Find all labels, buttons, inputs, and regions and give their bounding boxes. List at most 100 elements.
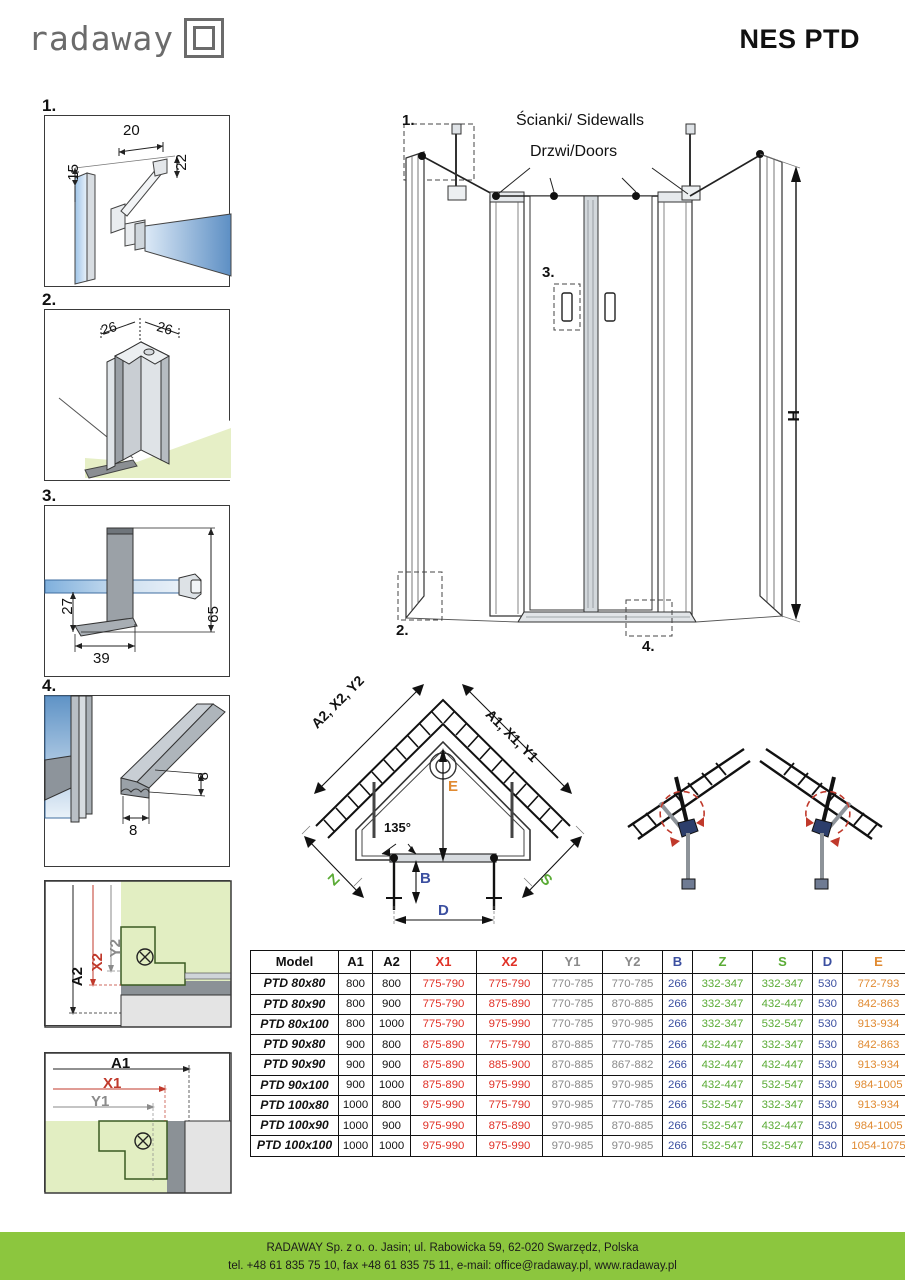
cell-x1: 975-990 xyxy=(410,1114,477,1137)
cell-y1: 970-985 xyxy=(542,1094,603,1117)
detail-number-3: 3. xyxy=(42,486,57,505)
detail-number-2: 2. xyxy=(42,290,57,309)
cell-x1: 775-790 xyxy=(410,993,477,1015)
detail-3-dim-65: 65 xyxy=(205,606,222,623)
cell-z: 432-447 xyxy=(692,1054,753,1076)
specifications-table: Model A1 A2 X1 X2 Y1 Y2 B Z S D E H PTD … xyxy=(250,949,905,1157)
detail-3-dim-39: 39 xyxy=(93,650,110,667)
col-header-a1: A1 xyxy=(338,949,373,975)
cell-d: 530 xyxy=(812,1033,843,1056)
detail-number-4: 4. xyxy=(42,676,57,695)
table-header-row: Model A1 A2 X1 X2 Y1 Y2 B Z S D E H xyxy=(250,949,905,975)
cell-d: 530 xyxy=(812,973,843,995)
cell-d: 530 xyxy=(812,993,843,1015)
col-header-b: B xyxy=(662,949,693,975)
cell-a2: 800 xyxy=(372,1033,411,1056)
cell-z: 332-347 xyxy=(692,973,753,995)
cell-a2: 800 xyxy=(372,1094,411,1117)
callout-sidewalls: Ścianki/ Sidewalls xyxy=(516,112,645,129)
plan-upper-label-y2: Y2 xyxy=(107,939,124,958)
detail-4-dim-8-width: 8 xyxy=(129,822,138,839)
cell-y1: 970-985 xyxy=(542,1114,603,1137)
cell-x2: 975-990 xyxy=(476,1013,543,1036)
col-header-d: D xyxy=(812,949,843,975)
cell-s: 432-447 xyxy=(752,1054,813,1076)
cell-model: PTD 90x100 xyxy=(250,1074,339,1096)
cell-a1: 1000 xyxy=(338,1094,373,1117)
col-header-e: E xyxy=(842,949,905,975)
col-header-x1: X1 xyxy=(410,949,477,975)
plan-lower-label-y1: Y1 xyxy=(91,1093,110,1110)
cell-y1: 870-885 xyxy=(542,1054,603,1076)
cell-x1: 975-990 xyxy=(410,1135,477,1157)
cell-y2: 867-882 xyxy=(602,1054,663,1076)
cell-y1: 970-985 xyxy=(542,1135,603,1157)
col-header-s: S xyxy=(752,949,813,975)
cell-x2: 775-790 xyxy=(476,1094,543,1117)
detail-1-dim-15: 15 xyxy=(65,164,82,181)
cell-x2: 775-790 xyxy=(476,973,543,995)
cell-z: 532-547 xyxy=(692,1135,753,1157)
cell-x2: 975-990 xyxy=(476,1074,543,1096)
cell-x1: 775-790 xyxy=(410,1013,477,1036)
cell-y2: 870-885 xyxy=(602,993,663,1015)
plan-angle-label: 135° xyxy=(384,820,411,835)
cell-e: 772-793 xyxy=(842,973,905,995)
cell-d: 530 xyxy=(812,1054,843,1076)
cell-y1: 770-785 xyxy=(542,993,603,1015)
col-header-z: Z xyxy=(692,949,753,975)
cell-x1: 875-890 xyxy=(410,1074,477,1096)
cell-z: 432-447 xyxy=(692,1033,753,1056)
cell-s: 332-347 xyxy=(752,1094,813,1117)
detail-panel-3: 27 39 65 xyxy=(44,505,230,677)
plan-label-b: B xyxy=(420,870,431,887)
cell-y2: 770-785 xyxy=(602,1033,663,1056)
elevation-marker-4: 4. xyxy=(642,638,655,655)
cell-a1: 900 xyxy=(338,1033,373,1056)
cell-model: PTD 100x100 xyxy=(250,1135,339,1157)
brand-logo: radaway xyxy=(28,18,225,58)
cell-b: 266 xyxy=(662,1013,693,1036)
cell-b: 266 xyxy=(662,1054,693,1076)
cell-a1: 800 xyxy=(338,1013,373,1036)
cell-a2: 1000 xyxy=(372,1135,411,1157)
elevation-marker-1: 1. xyxy=(402,112,415,129)
cell-z: 532-547 xyxy=(692,1114,753,1137)
plan-upper-label-a2: A2 xyxy=(69,967,86,987)
cell-x2: 775-790 xyxy=(476,1033,543,1056)
cell-b: 266 xyxy=(662,993,693,1015)
cell-e: 1054-1075 xyxy=(842,1135,905,1157)
spec-table: Model A1 A2 X1 X2 Y1 Y2 B Z S D E H PTD … xyxy=(250,949,905,1157)
callout-doors: Drzwi/Doors xyxy=(530,143,618,160)
cell-e: 842-863 xyxy=(842,993,905,1015)
cell-x2: 875-890 xyxy=(476,993,543,1015)
cell-model: PTD 100x80 xyxy=(250,1094,339,1117)
detail-number-1: 1. xyxy=(42,96,57,115)
cell-d: 530 xyxy=(812,1094,843,1117)
hinge-swing-diagram xyxy=(620,748,890,905)
cell-d: 530 xyxy=(812,1013,843,1036)
cell-e: 913-934 xyxy=(842,1094,905,1117)
logo-wordmark: radaway xyxy=(28,18,175,58)
cell-b: 266 xyxy=(662,973,693,995)
plan-view-diagram: A2, X2, Y2 A1, X1, Y1 135° E B D Z S xyxy=(298,672,588,933)
elevation-marker-3: 3. xyxy=(542,264,555,281)
cell-model: PTD 80x90 xyxy=(250,993,339,1015)
plan-lower-label-a1: A1 xyxy=(111,1055,131,1072)
cell-b: 266 xyxy=(662,1094,693,1117)
cell-z: 432-447 xyxy=(692,1074,753,1096)
cell-s: 332-347 xyxy=(752,973,813,995)
cell-e: 913-934 xyxy=(842,1013,905,1036)
cell-x1: 975-990 xyxy=(410,1094,477,1117)
cell-a2: 900 xyxy=(372,1114,411,1137)
cell-d: 530 xyxy=(812,1074,843,1096)
cell-model: PTD 90x80 xyxy=(250,1033,339,1056)
elevation-drawing: 1. 2. 3. 4. Ścianki/ Sidewalls Drzwi/Doo… xyxy=(390,110,810,670)
page-title: NES PTD xyxy=(739,24,860,54)
